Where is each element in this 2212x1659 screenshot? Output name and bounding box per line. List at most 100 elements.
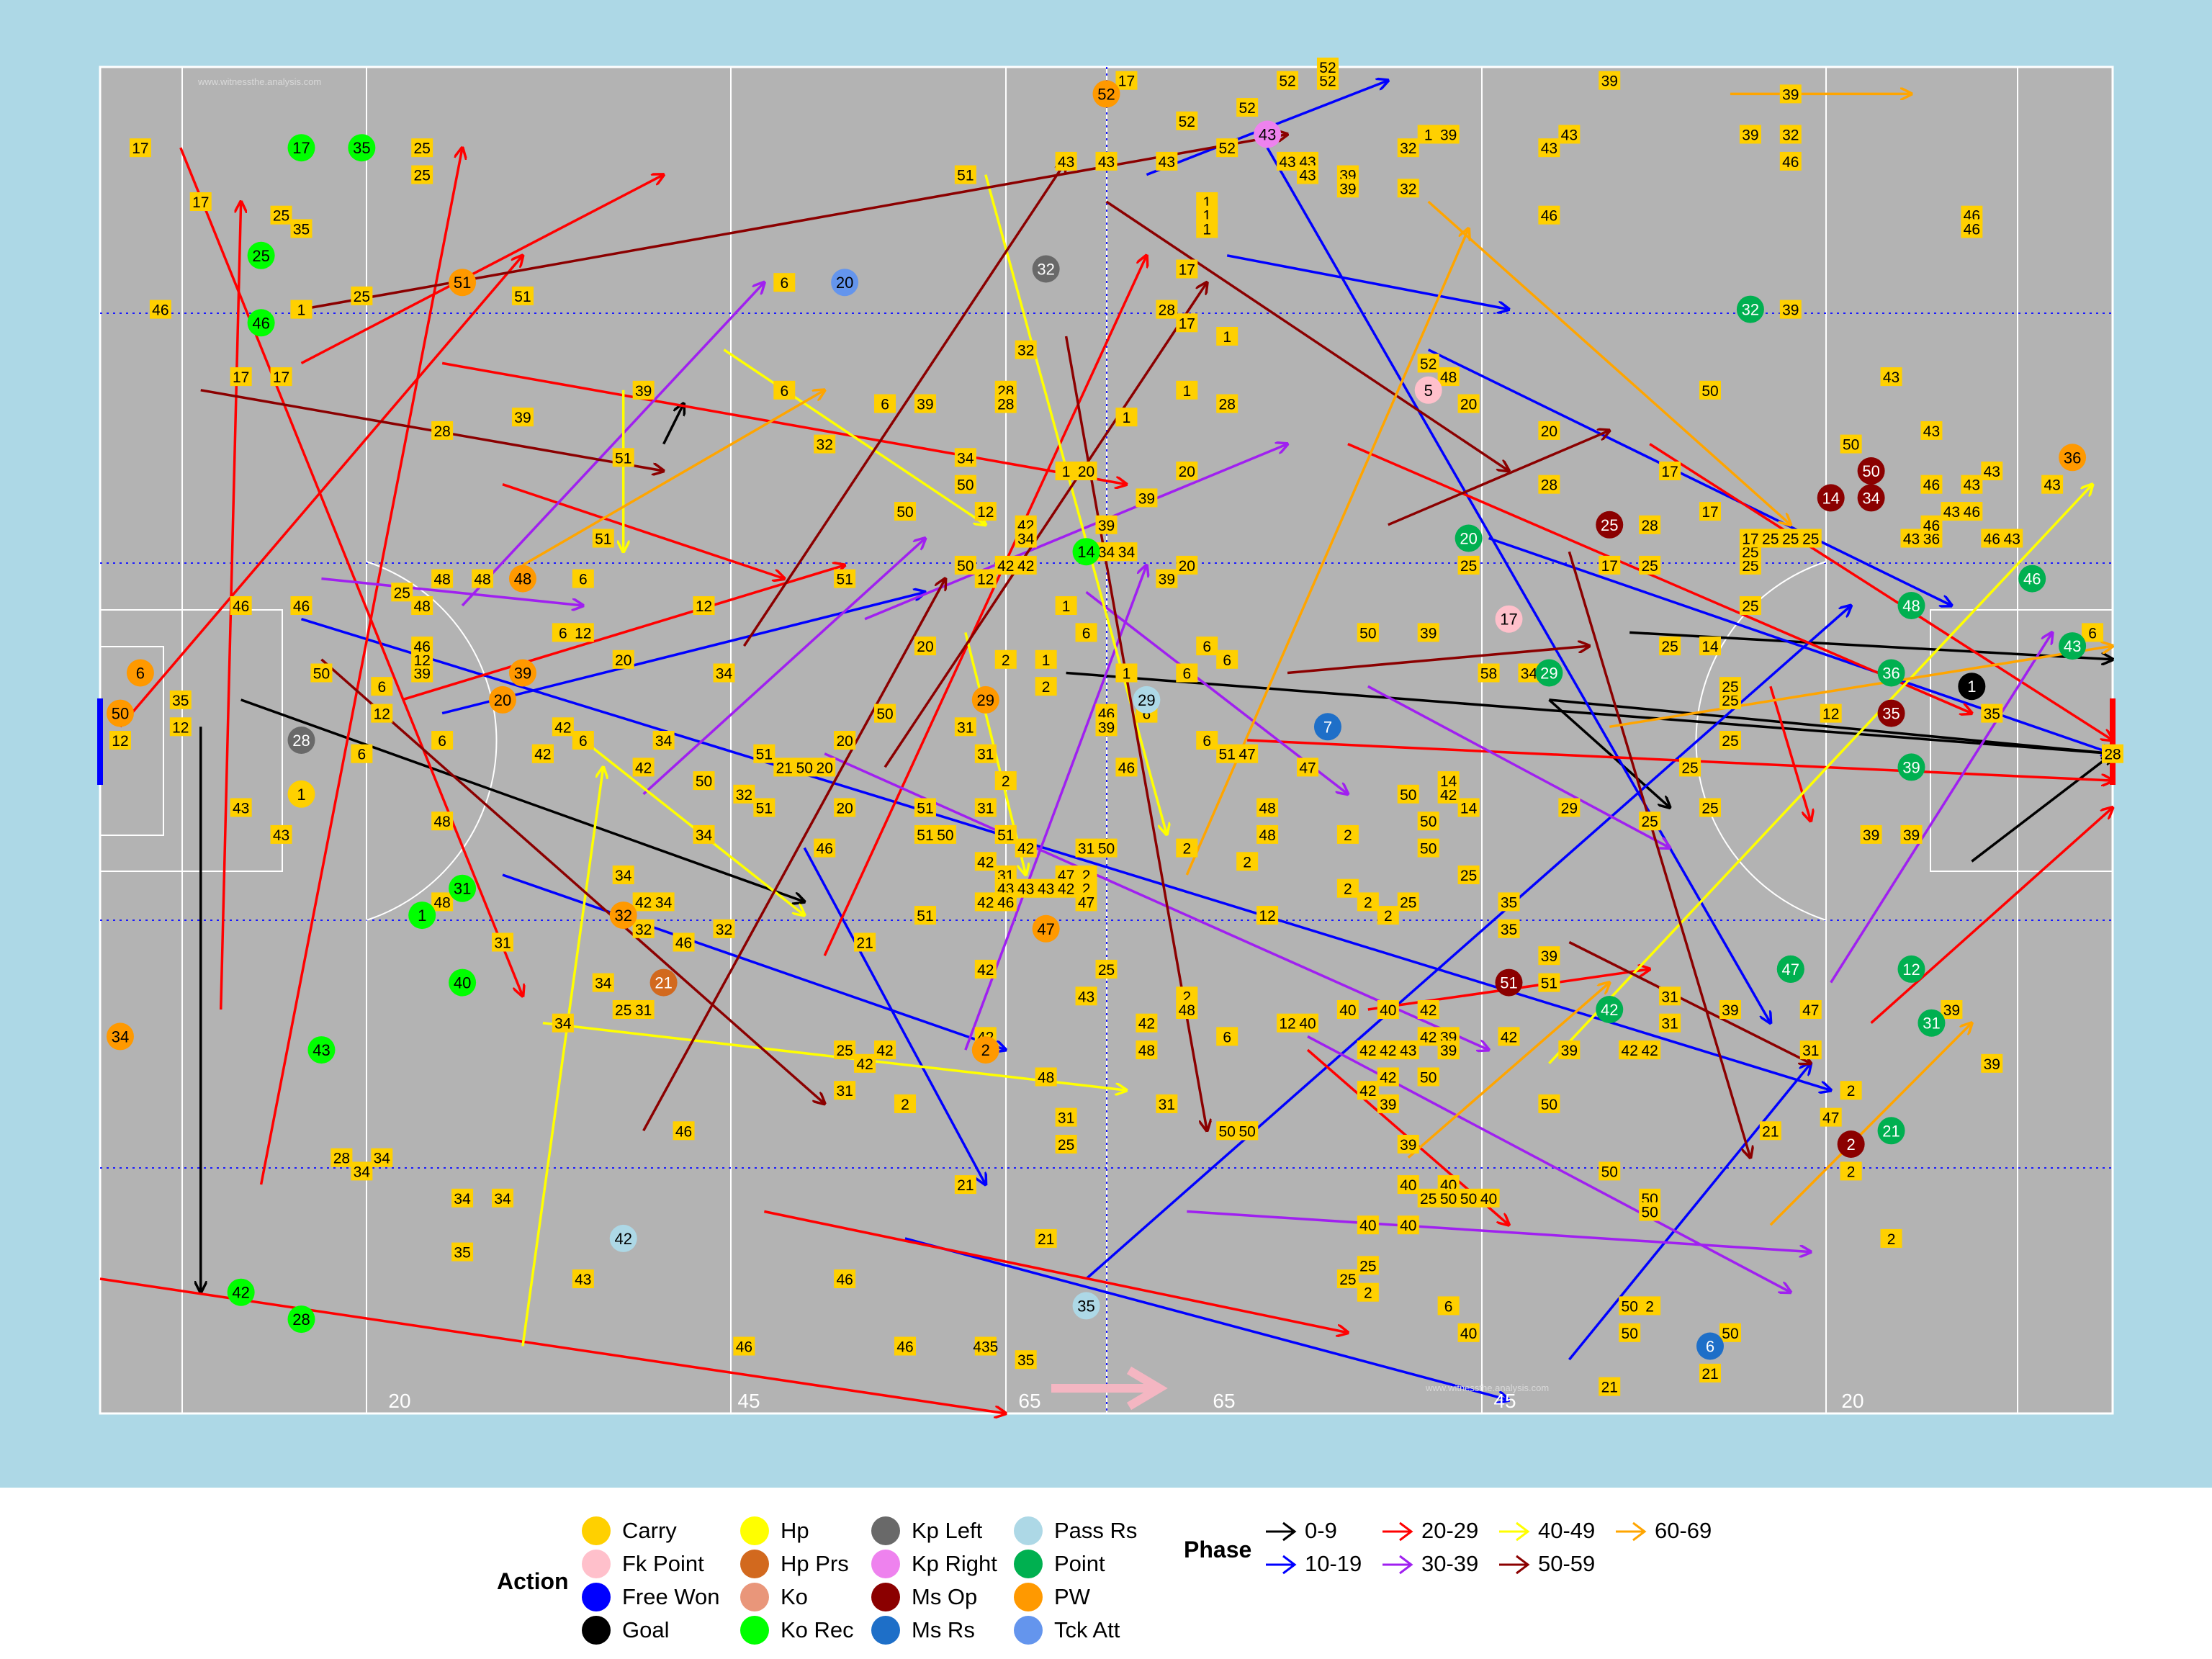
event-marker-33: 5: [1414, 376, 1442, 404]
svg-text:2: 2: [1887, 1231, 1896, 1248]
svg-text:28: 28: [1159, 302, 1175, 319]
svg-text:1: 1: [1062, 598, 1071, 615]
event-label-153: 34: [1115, 542, 1138, 562]
event-label-124: 52: [1176, 111, 1198, 130]
event-label-23: 6: [431, 731, 454, 750]
event-label-193: 50: [1095, 838, 1118, 858]
event-label-100: 42: [854, 1053, 876, 1073]
event-label-287: 32: [1397, 138, 1419, 158]
legend-label: Ko Rec: [781, 1617, 854, 1642]
svg-text:6: 6: [1202, 639, 1211, 655]
svg-text:2: 2: [1002, 652, 1010, 669]
event-label-48: 20: [612, 649, 634, 669]
event-label-92: 32: [713, 919, 735, 938]
legend-label: Ms Op: [912, 1584, 978, 1609]
svg-text:35: 35: [454, 1245, 470, 1262]
svg-text:43: 43: [1159, 154, 1175, 171]
event-label-62: 51: [753, 798, 775, 817]
event-label-325: 2: [1880, 1228, 1902, 1248]
svg-text:42: 42: [1380, 1070, 1396, 1087]
event-label-317: 39: [1941, 1000, 1963, 1019]
event-label-65: 20: [834, 798, 856, 817]
event-marker-43: 2: [1837, 1130, 1865, 1158]
event-label-199: 2: [1176, 838, 1198, 858]
event-label-306: 43: [1900, 529, 1923, 548]
event-label-94: 21: [854, 932, 876, 952]
event-label-246: 14: [1457, 798, 1480, 817]
arrow-3: [1066, 671, 2113, 754]
event-marker-41: 25: [1596, 511, 1624, 539]
legend-swatch: [582, 1616, 611, 1645]
event-label-120: 43: [1055, 151, 1077, 171]
event-label-241: 35: [1498, 892, 1520, 912]
svg-text:42: 42: [1501, 1029, 1517, 1046]
svg-text:6: 6: [438, 733, 446, 750]
svg-text:50: 50: [896, 504, 913, 521]
svg-text:43: 43: [1943, 504, 1960, 521]
svg-text:34: 34: [112, 1028, 129, 1046]
event-label-137: 1: [1196, 219, 1218, 238]
arrow-17: [1568, 1064, 1810, 1361]
svg-text:31: 31: [977, 747, 994, 763]
arrow-45: [1187, 1210, 1810, 1252]
event-label-103: 2: [894, 1094, 916, 1113]
svg-text:31: 31: [836, 1083, 853, 1100]
svg-text:1: 1: [1202, 208, 1211, 225]
svg-text:36: 36: [1923, 531, 1940, 548]
svg-text:17: 17: [1601, 558, 1618, 575]
event-label-102: 31: [834, 1081, 856, 1100]
svg-text:20: 20: [494, 691, 511, 709]
distance-label-0: 20: [388, 1390, 410, 1412]
svg-text:6: 6: [1444, 1298, 1453, 1315]
svg-text:6: 6: [2088, 625, 2097, 642]
svg-text:43: 43: [1964, 477, 1980, 494]
legend-label: 30-39: [1421, 1551, 1479, 1576]
svg-text:28: 28: [2104, 747, 2121, 763]
svg-text:20: 20: [1179, 558, 1195, 575]
action-legend-title: Action: [497, 1568, 569, 1594]
event-label-343: 50: [1437, 1188, 1460, 1208]
phase-arrow-icon: [1499, 1555, 1530, 1575]
svg-text:17: 17: [1179, 315, 1195, 332]
legend-swatch: [871, 1516, 900, 1545]
svg-text:42: 42: [1359, 1083, 1376, 1100]
svg-text:12: 12: [1259, 908, 1275, 925]
svg-text:43: 43: [2064, 637, 2081, 655]
svg-text:50: 50: [112, 705, 129, 723]
phase-arrow-icon: [1616, 1521, 1647, 1542]
svg-text:25: 25: [836, 1043, 853, 1059]
event-label-286: 43: [1538, 138, 1560, 158]
event-marker-42: 51: [1495, 968, 1523, 997]
svg-text:31: 31: [957, 719, 974, 736]
svg-text:12: 12: [977, 572, 994, 588]
event-marker-32: 7: [1313, 713, 1341, 741]
event-label-270: 12: [1820, 703, 1842, 723]
event-label-171: 6: [1196, 637, 1218, 656]
svg-text:43: 43: [2004, 531, 2020, 548]
svg-text:43: 43: [1078, 989, 1094, 1005]
event-label-152: 34: [1095, 542, 1118, 562]
event-label-101: 42: [874, 1040, 896, 1060]
svg-text:50: 50: [1238, 1123, 1255, 1140]
svg-text:48: 48: [514, 570, 531, 588]
event-label-11: 17: [270, 367, 292, 387]
arrow-32: [763, 1210, 1348, 1333]
event-label-22: 46: [411, 637, 433, 656]
event-label-330: 42: [1498, 1027, 1520, 1046]
arrow-63: [1105, 200, 1509, 471]
svg-text:6: 6: [1182, 666, 1191, 683]
svg-text:1: 1: [418, 907, 426, 925]
svg-text:42: 42: [232, 1284, 249, 1302]
svg-text:20: 20: [1460, 530, 1477, 548]
legend-label: 0-9: [1305, 1518, 1337, 1543]
event-label-111: 21: [954, 1175, 976, 1195]
svg-text:32: 32: [1017, 343, 1034, 359]
svg-text:39: 39: [917, 397, 933, 413]
event-label-240: 25: [1457, 866, 1480, 884]
svg-text:39: 39: [1440, 127, 1457, 144]
svg-text:21: 21: [856, 935, 873, 952]
event-label-271: 25: [1639, 555, 1661, 575]
event-label-93: 46: [814, 838, 836, 858]
event-label-221: 42: [1377, 1040, 1399, 1060]
